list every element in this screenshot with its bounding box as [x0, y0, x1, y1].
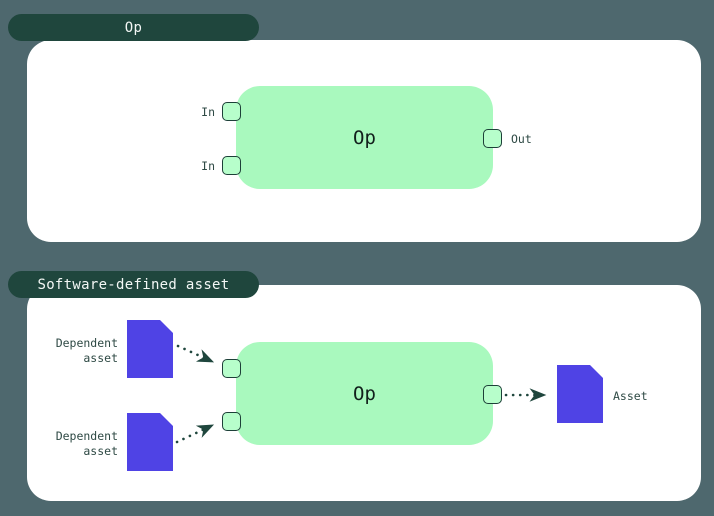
tab-software-defined-asset: Software-defined asset [8, 271, 259, 298]
dependent-asset-label-line1: Dependent [55, 429, 118, 443]
dependent-asset-document-icon [127, 413, 173, 471]
dependent-asset-label: Dependent asset [56, 429, 118, 459]
input-handle [222, 102, 241, 121]
output-handle [483, 129, 502, 148]
dependent-asset-document-icon [127, 320, 173, 378]
input-label: In [201, 105, 215, 119]
dependent-asset-label-line2: asset [83, 351, 118, 365]
dependent-asset-label: Dependent asset [56, 336, 118, 366]
input-handle [222, 412, 241, 431]
dependent-asset-label-line1: Dependent [55, 336, 118, 350]
tab-op: Op [8, 14, 259, 41]
input-label: In [201, 159, 215, 173]
asset-label: Asset [613, 389, 648, 403]
op-node-label: Op [353, 126, 376, 149]
op-node: Op [236, 342, 493, 445]
dependent-asset-label-line2: asset [83, 444, 118, 458]
op-node-label: Op [353, 382, 376, 405]
input-handle [222, 156, 241, 175]
op-node: Op [236, 86, 493, 189]
output-handle [483, 385, 502, 404]
output-label: Out [511, 132, 532, 146]
input-handle [222, 359, 241, 378]
asset-document-icon [557, 365, 603, 423]
